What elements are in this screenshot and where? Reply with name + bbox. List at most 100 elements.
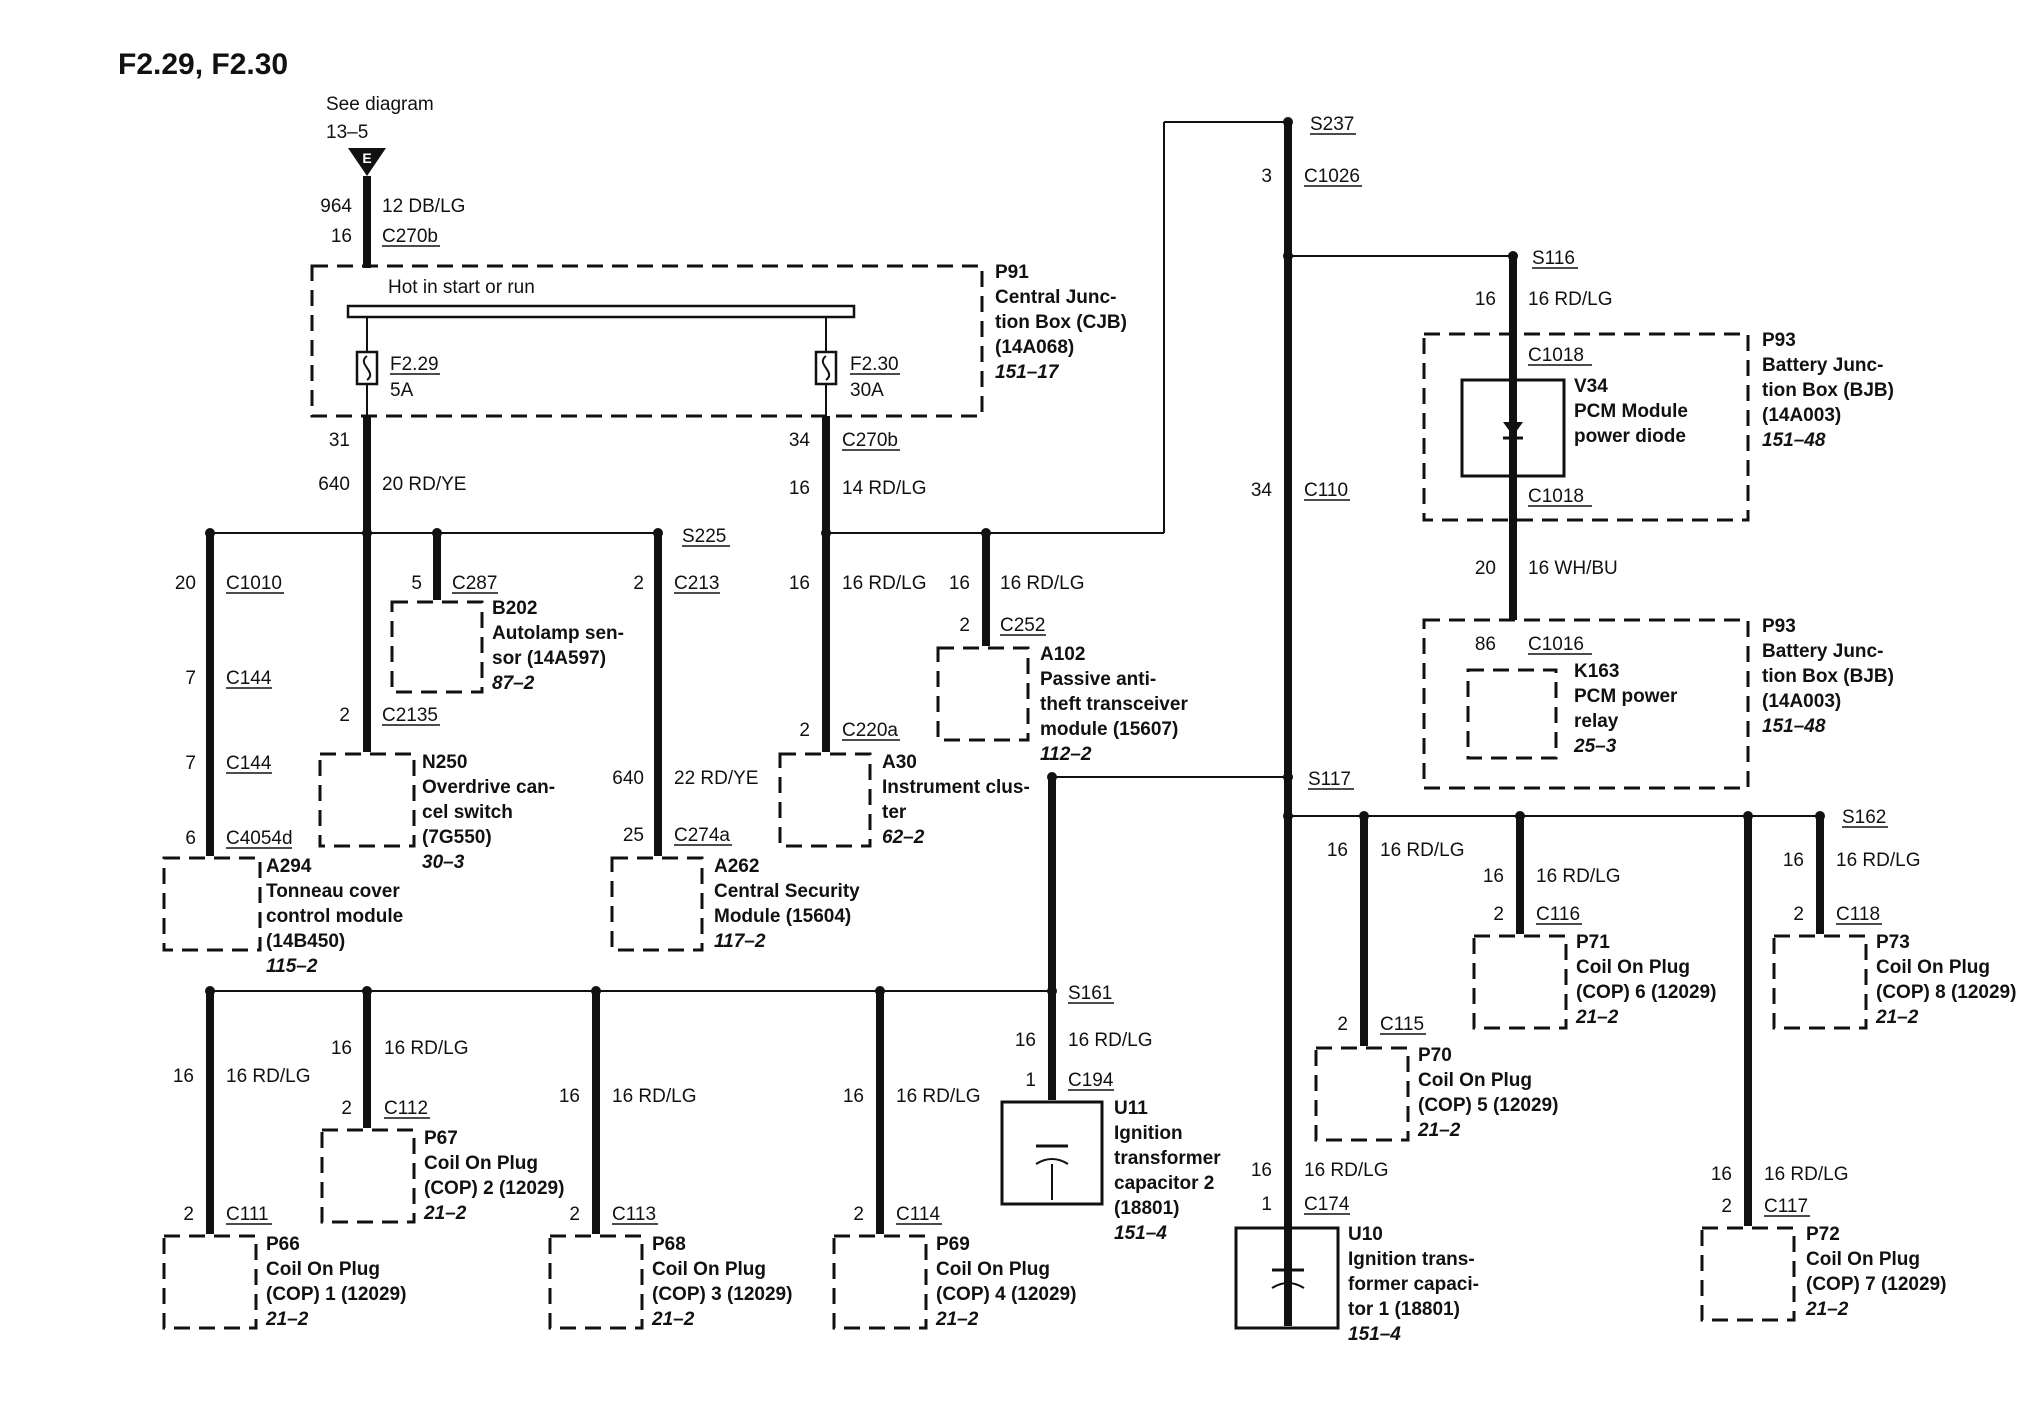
svg-text:2: 2 <box>799 720 810 741</box>
svg-text:16: 16 <box>173 1066 194 1087</box>
svg-text:tion Box (CJB): tion Box (CJB) <box>995 312 1127 333</box>
svg-text:16 WH/BU: 16 WH/BU <box>1528 558 1618 579</box>
svg-text:(COP) 7 (12029): (COP) 7 (12029) <box>1806 1274 1946 1295</box>
svg-text:16 RD/LG: 16 RD/LG <box>1764 1164 1848 1185</box>
p66-box <box>162 1234 258 1330</box>
svg-text:87–2: 87–2 <box>492 673 535 694</box>
svg-text:(14A003): (14A003) <box>1762 405 1841 426</box>
svg-text:31: 31 <box>329 430 350 451</box>
svg-text:PCM Module: PCM Module <box>1574 401 1688 422</box>
svg-text:34: 34 <box>1251 480 1273 501</box>
svg-text:16: 16 <box>843 1086 864 1107</box>
splice-s225: S225 <box>682 526 726 547</box>
svg-text:21–2: 21–2 <box>1575 1007 1619 1028</box>
svg-text:C114: C114 <box>896 1204 940 1225</box>
svg-text:B202: B202 <box>492 598 537 619</box>
svg-text:2: 2 <box>183 1204 194 1225</box>
svg-text:Coil On Plug: Coil On Plug <box>1576 957 1690 978</box>
svg-text:6: 6 <box>185 828 196 849</box>
svg-text:16: 16 <box>1251 1160 1272 1181</box>
svg-text:U11: U11 <box>1114 1098 1148 1119</box>
svg-text:C274a: C274a <box>674 825 730 846</box>
svg-text:16 RD/LG: 16 RD/LG <box>896 1086 980 1107</box>
svg-text:relay: relay <box>1574 711 1619 732</box>
svg-text:16: 16 <box>1711 1164 1732 1185</box>
svg-text:C117: C117 <box>1764 1196 1808 1217</box>
svg-text:(COP) 2 (12029): (COP) 2 (12029) <box>424 1178 564 1199</box>
svg-text:tion Box (BJB): tion Box (BJB) <box>1762 380 1894 401</box>
connector-e-letter: E <box>362 150 371 166</box>
p71-box <box>1472 934 1568 1030</box>
svg-text:C144: C144 <box>226 668 272 689</box>
svg-text:P67: P67 <box>424 1128 458 1149</box>
svg-text:5: 5 <box>411 573 422 594</box>
svg-text:transformer: transformer <box>1114 1148 1221 1169</box>
svg-text:C112: C112 <box>384 1098 428 1119</box>
svg-text:P93: P93 <box>1762 616 1796 637</box>
svg-text:Ignition: Ignition <box>1114 1123 1183 1144</box>
svg-text:2: 2 <box>1793 904 1804 925</box>
svg-text:(14B450): (14B450) <box>266 931 345 952</box>
svg-text:P73: P73 <box>1876 932 1910 953</box>
svg-text:21–2: 21–2 <box>935 1309 979 1330</box>
svg-text:16 RD/LG: 16 RD/LG <box>1836 850 1920 871</box>
feed-circuit: 964 <box>320 196 352 217</box>
svg-text:(COP) 8 (12029): (COP) 8 (12029) <box>1876 982 2016 1003</box>
svg-text:7: 7 <box>185 753 196 774</box>
svg-text:C287: C287 <box>452 573 497 594</box>
a294-box <box>162 856 262 952</box>
svg-text:P71: P71 <box>1576 932 1610 953</box>
svg-text:A294: A294 <box>266 856 312 877</box>
svg-text:(COP) 6 (12029): (COP) 6 (12029) <box>1576 982 1716 1003</box>
diagram-title: F2.29, F2.30 <box>118 48 288 81</box>
svg-text:16: 16 <box>789 573 810 594</box>
fuse2-rating: 30A <box>850 380 884 401</box>
svg-text:C1018: C1018 <box>1528 486 1584 507</box>
splice-s162: S162 <box>1842 807 1886 828</box>
svg-text:C1016: C1016 <box>1528 634 1584 655</box>
svg-text:tion Box (BJB): tion Box (BJB) <box>1762 666 1894 687</box>
svg-text:Coil On Plug: Coil On Plug <box>1876 957 1990 978</box>
svg-text:Coil On Plug: Coil On Plug <box>1418 1070 1532 1091</box>
svg-text:2: 2 <box>1493 904 1504 925</box>
svg-text:20 RD/YE: 20 RD/YE <box>382 474 466 495</box>
svg-text:Ignition trans-: Ignition trans- <box>1348 1249 1475 1270</box>
svg-text:C1018: C1018 <box>1528 345 1584 366</box>
svg-text:16: 16 <box>559 1086 580 1107</box>
u10-box <box>1234 1226 1340 1330</box>
svg-text:21–2: 21–2 <box>1805 1299 1849 1320</box>
svg-text:sor (14A597): sor (14A597) <box>492 648 606 669</box>
svg-text:Passive anti-: Passive anti- <box>1040 669 1156 690</box>
svg-text:A30: A30 <box>882 752 917 773</box>
svg-text:P93: P93 <box>1762 330 1796 351</box>
svg-text:Battery Junc-: Battery Junc- <box>1762 641 1883 662</box>
svg-text:Instrument clus-: Instrument clus- <box>882 777 1030 798</box>
k163-box <box>1466 668 1558 760</box>
svg-text:16 RD/LG: 16 RD/LG <box>1380 840 1464 861</box>
svg-text:A102: A102 <box>1040 644 1085 665</box>
svg-text:16: 16 <box>1783 850 1804 871</box>
b202-box <box>390 600 484 694</box>
svg-text:(14A003): (14A003) <box>1762 691 1841 712</box>
svg-text:117–2: 117–2 <box>714 931 766 952</box>
feed-connector: C270b <box>382 226 438 247</box>
svg-text:Coil On Plug: Coil On Plug <box>266 1259 380 1280</box>
cjb-page: 151–17 <box>995 362 1060 383</box>
svg-text:Central Junc-: Central Junc- <box>995 287 1116 308</box>
p67-box <box>320 1128 416 1224</box>
svg-text:P66: P66 <box>266 1234 300 1255</box>
svg-text:115–2: 115–2 <box>266 956 318 977</box>
svg-text:C144: C144 <box>226 753 272 774</box>
svg-text:C113: C113 <box>612 1204 656 1225</box>
svg-text:112–2: 112–2 <box>1040 744 1092 765</box>
cjb-bus-label: Hot in start or run <box>388 277 535 298</box>
svg-text:control module: control module <box>266 906 403 927</box>
svg-text:V34: V34 <box>1574 376 1608 397</box>
svg-text:N250: N250 <box>422 752 467 773</box>
svg-text:2: 2 <box>633 573 644 594</box>
svg-text:16: 16 <box>1475 289 1496 310</box>
diode-icon <box>1503 422 1523 436</box>
fuse1-id: F2.29 <box>390 354 439 375</box>
svg-text:16 RD/LG: 16 RD/LG <box>842 573 926 594</box>
p73-box <box>1772 934 1868 1030</box>
